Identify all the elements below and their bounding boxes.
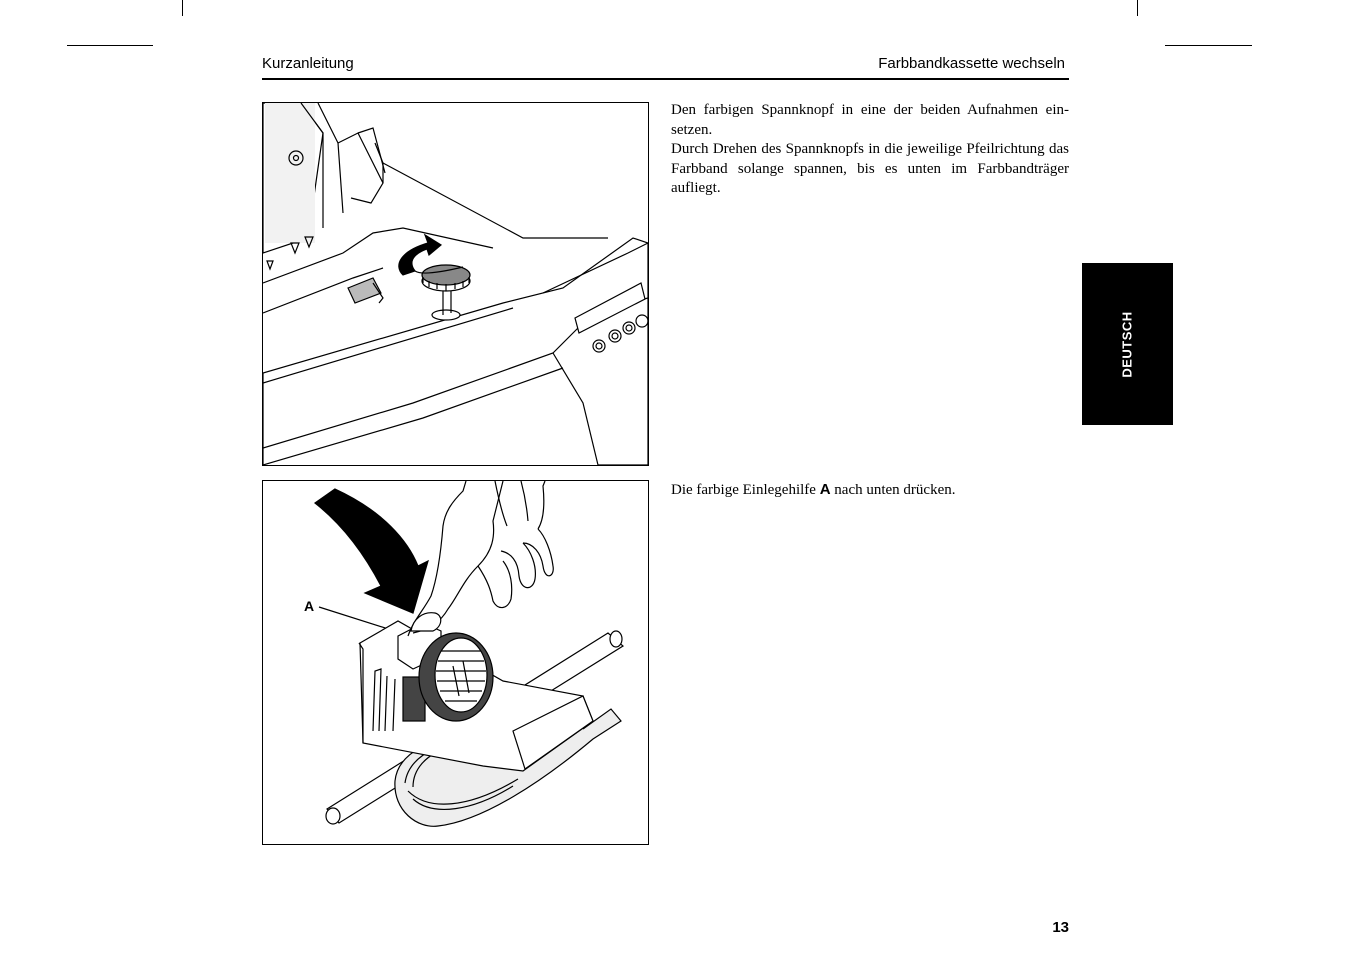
header-left: Kurzanleitung [262, 55, 354, 72]
figure-label-a: A [304, 598, 314, 614]
crop-mark-top-left-horizontal [67, 45, 153, 46]
step-1-text: Den farbigen Spannknopf in eine der beid… [671, 101, 1069, 199]
figure-insertion-aid: A [262, 480, 649, 845]
step-2-text-after: nach unten drücken. [830, 482, 956, 498]
header-rule [262, 78, 1069, 80]
header-right: Farbbandkassette wechseln [878, 55, 1065, 72]
step-1-paragraph-1: Den farbigen Spannknopf in eine der beid… [671, 102, 1069, 138]
step-2-bold-label: A [819, 481, 831, 498]
page-number: 13 [1052, 919, 1069, 936]
crop-mark-top-right-vertical [1137, 0, 1138, 16]
crop-mark-top-left-vertical [182, 0, 183, 16]
language-tab-label: DEUTSCH [1120, 310, 1135, 378]
figure-tension-knob [262, 102, 649, 466]
crop-mark-top-right-horizontal [1165, 45, 1252, 46]
step-2-text: Die farbige Einlegehilfe A nach unten dr… [671, 480, 1069, 501]
step-1-paragraph-2: Durch Drehen des Spannknopfs in die jewe… [671, 141, 1069, 196]
step-2-paragraph: Die farbige Einlegehilfe A nach unten dr… [671, 480, 1069, 501]
step-2-text-before: Die farbige Einlegehilfe [671, 482, 820, 498]
language-tab: DEUTSCH [1082, 263, 1173, 425]
